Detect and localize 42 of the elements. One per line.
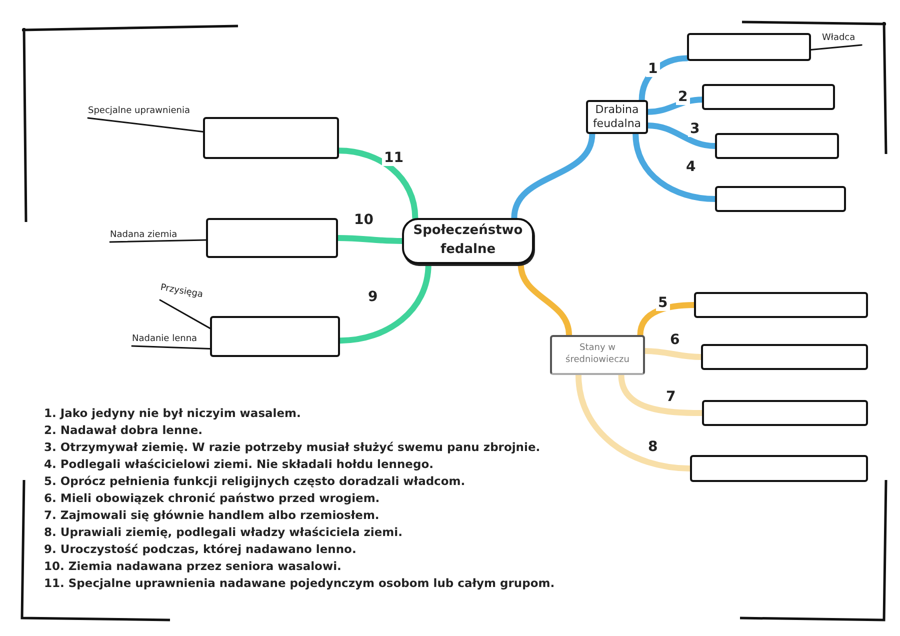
answer-box — [690, 455, 868, 482]
leader-text: Władca — [822, 31, 866, 45]
leader-text: Przysięga — [159, 280, 221, 306]
leader-line — [109, 239, 207, 243]
answer-box — [715, 133, 839, 159]
question-text: 4. Podlegali właścicielowi ziemi. Nie składali hołdu lennego. — [44, 456, 434, 473]
edge-label: 2 — [676, 90, 690, 106]
question-text: 9. Uroczystość podczas, której nadawano lenno. — [44, 541, 358, 558]
topic-box: Społeczeństwo fedalne — [402, 218, 534, 264]
answer-box — [702, 400, 868, 426]
branch-line — [511, 131, 596, 221]
question-text: 2. Nadawał dobra lenne. — [44, 422, 204, 439]
branch-line — [638, 55, 690, 103]
question-text: 6. Mieli obowiązek chronić państwo przed wrogiem. — [44, 490, 381, 507]
leader-line — [810, 44, 862, 51]
answer-box — [694, 292, 868, 318]
leader-text: Nadanie lenna — [132, 332, 208, 346]
leader-line — [159, 299, 211, 330]
answer-box — [210, 316, 340, 357]
question-text: 11. Specjalne uprawnienia nadawane pojedynczym osobom lub całym grupom. — [44, 575, 555, 592]
question-text: 10. Ziemia nadawana przez seniora wasalowi. — [44, 558, 342, 575]
leader-line — [131, 345, 211, 350]
question-text: 7. Zajmowali się głównie handlem albo rzemiosłem. — [44, 507, 380, 524]
topic-box: Drabina feudalna — [586, 100, 648, 134]
leader-line — [87, 117, 204, 132]
edge-label: 5 — [656, 296, 670, 312]
edge-label: 1 — [646, 62, 660, 78]
answer-box — [206, 218, 338, 258]
leader-text: Specjalne uprawnienia — [88, 104, 200, 118]
answer-box — [203, 117, 339, 159]
answer-box — [715, 186, 846, 212]
question-text: 8. Uprawiali ziemię, podlegali władzy właściciela ziemi. — [44, 524, 404, 541]
edge-label: 11 — [382, 151, 406, 166]
answer-box — [701, 344, 868, 370]
question-text: 1. Jako jedyny nie był niczyim wasalem. — [44, 405, 302, 422]
leader-text: Nadana ziemia — [110, 228, 190, 242]
answer-box — [687, 33, 811, 61]
answer-box — [702, 84, 835, 110]
edge-label: 3 — [688, 122, 702, 138]
topic-box: Stany w średniowieczu — [550, 335, 645, 375]
question-text: 5. Oprócz pełnienia funkcji religijnych często doradzali władcom. — [44, 473, 466, 490]
question-text: 3. Otrzymywał ziemię. W razie potrzeby musiał służyć swemu panu zbrojnie. — [44, 439, 542, 456]
